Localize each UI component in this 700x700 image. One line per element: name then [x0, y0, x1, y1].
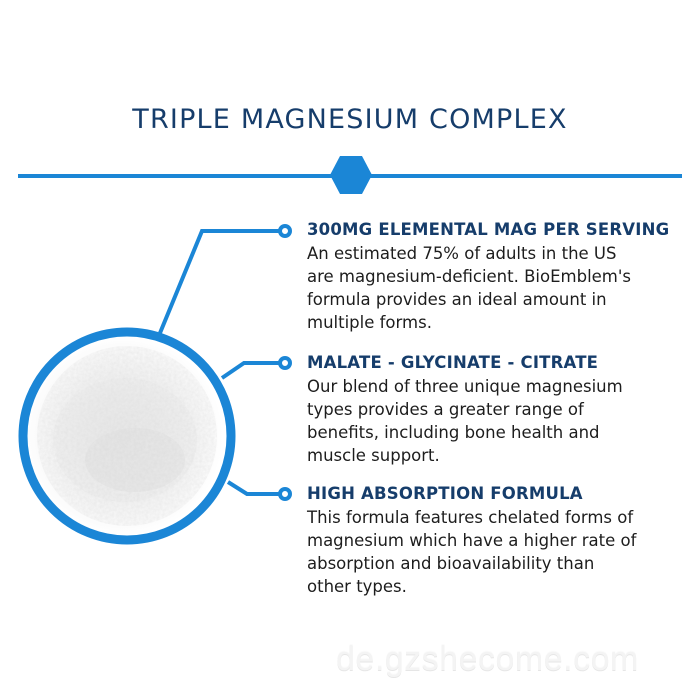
- feature-high-absorption: HIGH ABSORPTION FORMULA This formula fea…: [307, 484, 697, 598]
- feature-elemental-mag: 300MG ELEMENTAL MAG PER SERVING An estim…: [307, 220, 697, 334]
- feature-magnesium-forms: MALATE - GLYCINATE - CITRATE Our blend o…: [307, 353, 697, 467]
- connector-node-icons: [278, 224, 292, 501]
- feature-title: HIGH ABSORPTION FORMULA: [307, 484, 583, 503]
- feature-description: An estimated 75% of adults in the US are…: [307, 244, 632, 332]
- feature-title: MALATE - GLYCINATE - CITRATE: [307, 353, 599, 372]
- page-title: TRIPLE MAGNESIUM COMPLEX: [132, 104, 568, 135]
- hexagon-icon: [330, 156, 372, 194]
- watermark: de.gzshecome.com: [336, 640, 639, 678]
- connector-lines: [158, 229, 283, 496]
- feature-description: Our blend of three unique magnesium type…: [307, 377, 623, 465]
- feature-title: 300MG ELEMENTAL MAG PER SERVING: [307, 220, 670, 239]
- feature-description: This formula features chelated forms of …: [307, 508, 637, 596]
